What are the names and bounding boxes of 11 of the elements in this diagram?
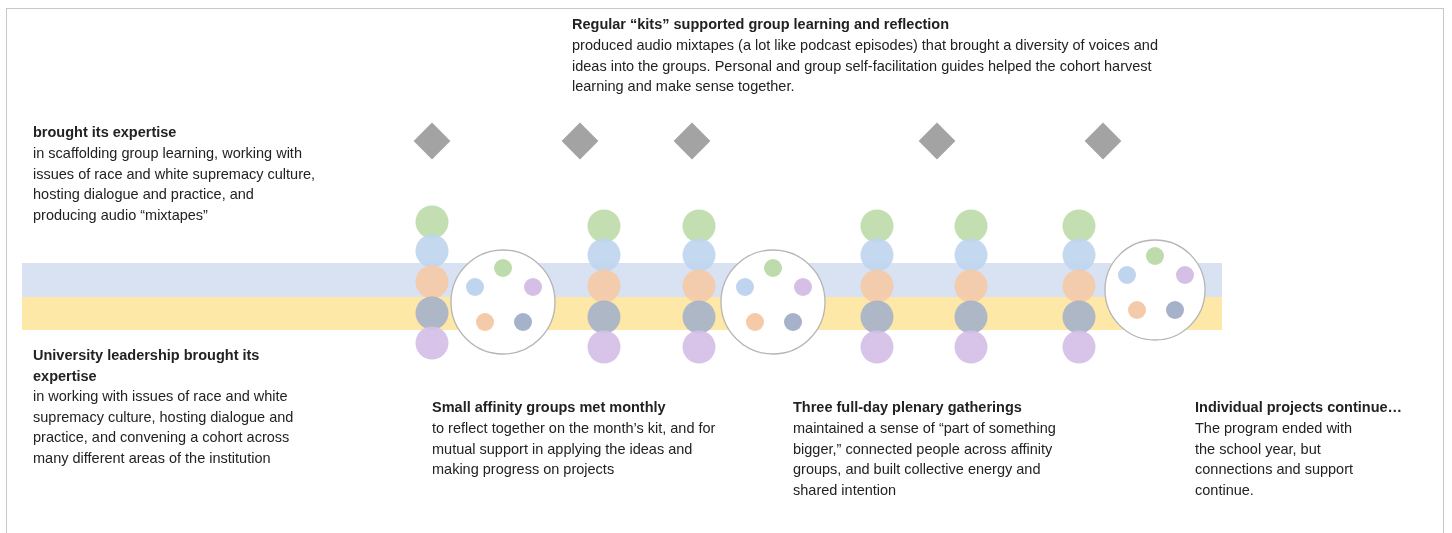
heading: Small affinity groups met monthly [432, 398, 667, 417]
description: in working with issues of race and white supremacy culture, hosting dialogue and practice, and convening a cohort across many different areas of the institution [33, 387, 295, 468]
description: in scaffolding group learning, working with issues of race and white supremacy culture, hosting dialogue and practice, and producing audio “mixtapes” [33, 144, 317, 225]
heading: Regular “kits” supported group learning and reflection [572, 15, 951, 34]
description: produced audio mixtapes (a lot like podcast episodes) that brought a diversity of voices and ideas into the groups. Personal and group self-facilitation guides helped the cohort harvest learning and make sense together. [572, 36, 1159, 96]
heading: Three full-day plenary gatherings [793, 398, 1023, 417]
description: to reflect together on the month’s kit, and for mutual support in applying the ideas and making progress on projects [432, 419, 717, 479]
description: maintained a sense of “part of something bigger,” connected people across affinity groups, and built collective energy and shared intention [793, 419, 1057, 500]
heading: Individual projects continue… [1195, 398, 1404, 417]
heading: brought its expertise [33, 123, 178, 142]
description: The program ended with the school year, but connections and support continue. [1195, 419, 1354, 500]
